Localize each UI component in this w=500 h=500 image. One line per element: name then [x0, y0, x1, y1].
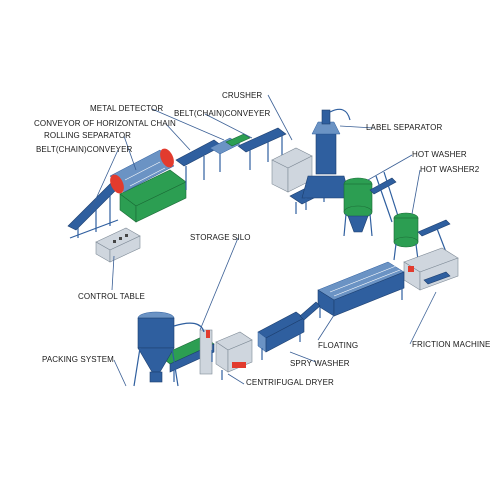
belt-conveyer-left [67, 181, 121, 239]
label-belt-conveyer-top: BELT(CHAIN)CONVEYER [174, 109, 271, 118]
label-belt-conveyer-left: BELT(CHAIN)CONVEYER [36, 145, 133, 154]
spry-washer [257, 301, 321, 360]
label-control-table: CONTROL TABLE [78, 292, 145, 301]
label-spry-washer: SPRY WASHER [290, 359, 350, 368]
packing-system [133, 311, 205, 387]
label-hot-washer: HOT WASHER [412, 150, 467, 159]
leader-lines [89, 94, 437, 387]
label-separator [301, 108, 351, 210]
label-label-separator: LABEL SEPARATOR [366, 123, 442, 132]
metal-detector [209, 133, 251, 155]
hot-washer-2 [393, 212, 451, 261]
label-packing-system: PACKING SYSTEM [42, 355, 114, 364]
floating-tank [317, 261, 405, 318]
storage-silo [159, 329, 215, 382]
label-conveyor-horizontal-chain: CONVEYOR OF HORIZONTAL CHAIN [34, 119, 176, 128]
centrifugal-dryer [215, 331, 253, 380]
rolling-separator [109, 148, 187, 223]
label-rolling-separator: ROLLING SEPARATOR [44, 131, 131, 140]
label-hot-washer2: HOT WASHER2 [420, 165, 480, 174]
label-crusher: CRUSHER [222, 91, 262, 100]
control-table [95, 227, 141, 263]
label-metal-detector: METAL DETECTOR [90, 104, 163, 113]
label-centrifugal-dryer: CENTRIFUGAL DRYER [246, 378, 334, 387]
label-friction-machine: FRICTION MACHINE [412, 340, 491, 349]
label-storage-silo: STORAGE SILO [190, 233, 251, 242]
friction-machine [403, 247, 459, 291]
hot-washer [343, 171, 399, 237]
label-floating: FLOATING [318, 341, 358, 350]
belt-conveyer-top [237, 127, 287, 170]
labels: CRUSHER METAL DETECTOR BELT(CHAIN)CONVEY… [34, 91, 491, 387]
